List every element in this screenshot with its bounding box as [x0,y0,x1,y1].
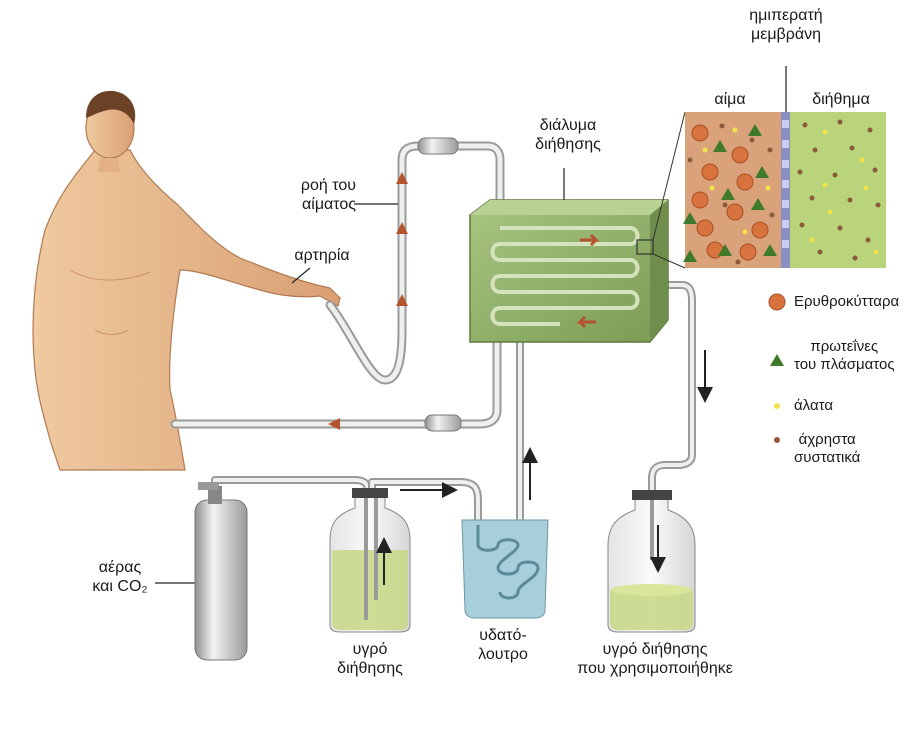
air-co2-line2: και CO₂ [92,578,148,595]
dialysate-label: διήθημα [812,91,870,108]
tube-connectors [417,137,462,432]
used-fluid-line2: που χρησιμοποιήθηκε [577,660,733,677]
membrane-label-line2: μεμβράνη [750,26,822,43]
fresh-fluid-line1: υγρό [352,641,388,658]
water-bath-line2: λουτρο [478,646,528,663]
gas-cylinder [194,482,248,661]
legend-waste: άχρηστα συστατικά [794,431,860,467]
dialyzer-tank [469,111,686,343]
blood-flow-line1: ροή του [300,177,356,194]
fresh-fluid-label: υγρό διήθησης [320,640,420,678]
legend-salts-label: άλατα [794,397,834,414]
tubing [170,141,696,524]
legend-rbc-label: Ερυθροκύτταρα [794,293,900,310]
membrane-label-line1: ημιπερατή [749,7,823,24]
blood-flow-label: ροή του αίματος [276,176,356,214]
air-co2-label: αέρας και CO₂ [90,558,150,596]
legend-salts: άλατα [794,397,833,415]
artery-label: αρτηρία [294,247,350,264]
blood-flow-line2: αίματος [302,196,356,213]
human-figure [32,90,341,471]
legend-waste-line2: συστατικά [794,449,861,466]
used-fluid-label: υγρό διήθησης που χρησιμοποιήθηκε [570,640,740,678]
legend-proteins: πρωτεΐνες του πλάσματος [794,338,895,374]
membrane-panel [683,112,886,268]
legend-proteins-line2: του πλάσματος [794,356,895,373]
fresh-fluid-line2: διήθησης [337,660,403,677]
dialysis-solution-line1: διάλυμα [539,117,597,134]
used-fluid-line1: υγρό διήθησης [602,641,708,658]
fresh-fluid-bottle [329,488,411,633]
air-co2-line1: αέρας [98,559,142,576]
used-fluid-bottle [607,490,696,633]
blood-flow-arrows [328,172,408,430]
legend-symbols [768,293,786,443]
dialysis-solution-line2: διήθησης [535,136,601,153]
legend-waste-line1: άχρηστα [798,431,856,448]
dialysis-solution-label: διάλυμα διήθησης [528,116,608,154]
legend-rbc: Ερυθροκύτταρα [794,293,899,311]
water-bath-label: υδατό- λουτρο [458,626,548,664]
water-bath-line1: υδατό- [479,627,527,644]
legend-proteins-line1: πρωτεΐνες [810,338,879,355]
leader-lines [155,66,787,584]
membrane-label: ημιπερατή μεμβράνη [724,6,848,44]
water-bath [461,519,549,619]
blood-label: αίμα [714,91,746,108]
